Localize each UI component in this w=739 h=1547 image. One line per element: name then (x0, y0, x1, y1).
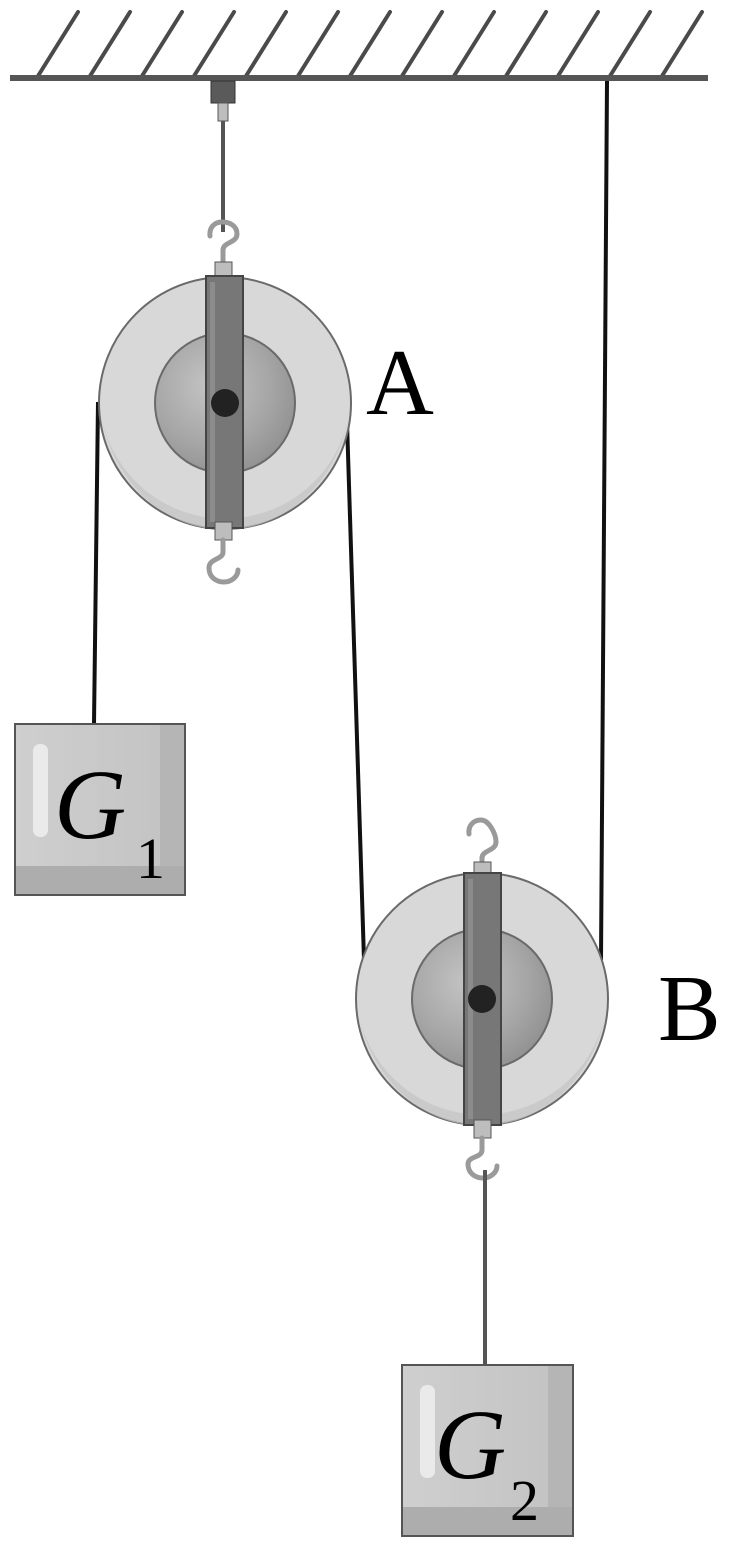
rope-a-to-b (345, 421, 366, 961)
weight-g1: G 1 (14, 723, 186, 896)
ceiling-hatching (36, 10, 704, 78)
ropes (92, 80, 609, 961)
pulley-b: B (355, 817, 721, 1181)
hook-bottom-b (465, 1135, 500, 1181)
weight-g1-subscript: 1 (136, 826, 165, 891)
pulley-a-label: A (366, 331, 434, 435)
weight-g2: G 2 (401, 1364, 574, 1537)
weight-g1-label: G (54, 749, 126, 860)
rope-g1 (92, 401, 100, 725)
pulley-b-label: B (658, 957, 721, 1061)
ceiling-mount (210, 80, 236, 122)
hook-top-b (466, 817, 499, 875)
ceiling (10, 10, 708, 81)
ceiling-beam (10, 75, 708, 81)
pulley-b-axle (468, 985, 496, 1013)
rope-b-to-ceiling (599, 80, 609, 961)
weight-g2-subscript: 2 (510, 1468, 539, 1533)
hook-top-a (207, 219, 240, 267)
pulley-a: A (98, 219, 434, 585)
weight-g2-label: G (434, 1389, 506, 1500)
pulley-a-axle (211, 389, 239, 417)
hook-bottom-a (206, 537, 241, 585)
